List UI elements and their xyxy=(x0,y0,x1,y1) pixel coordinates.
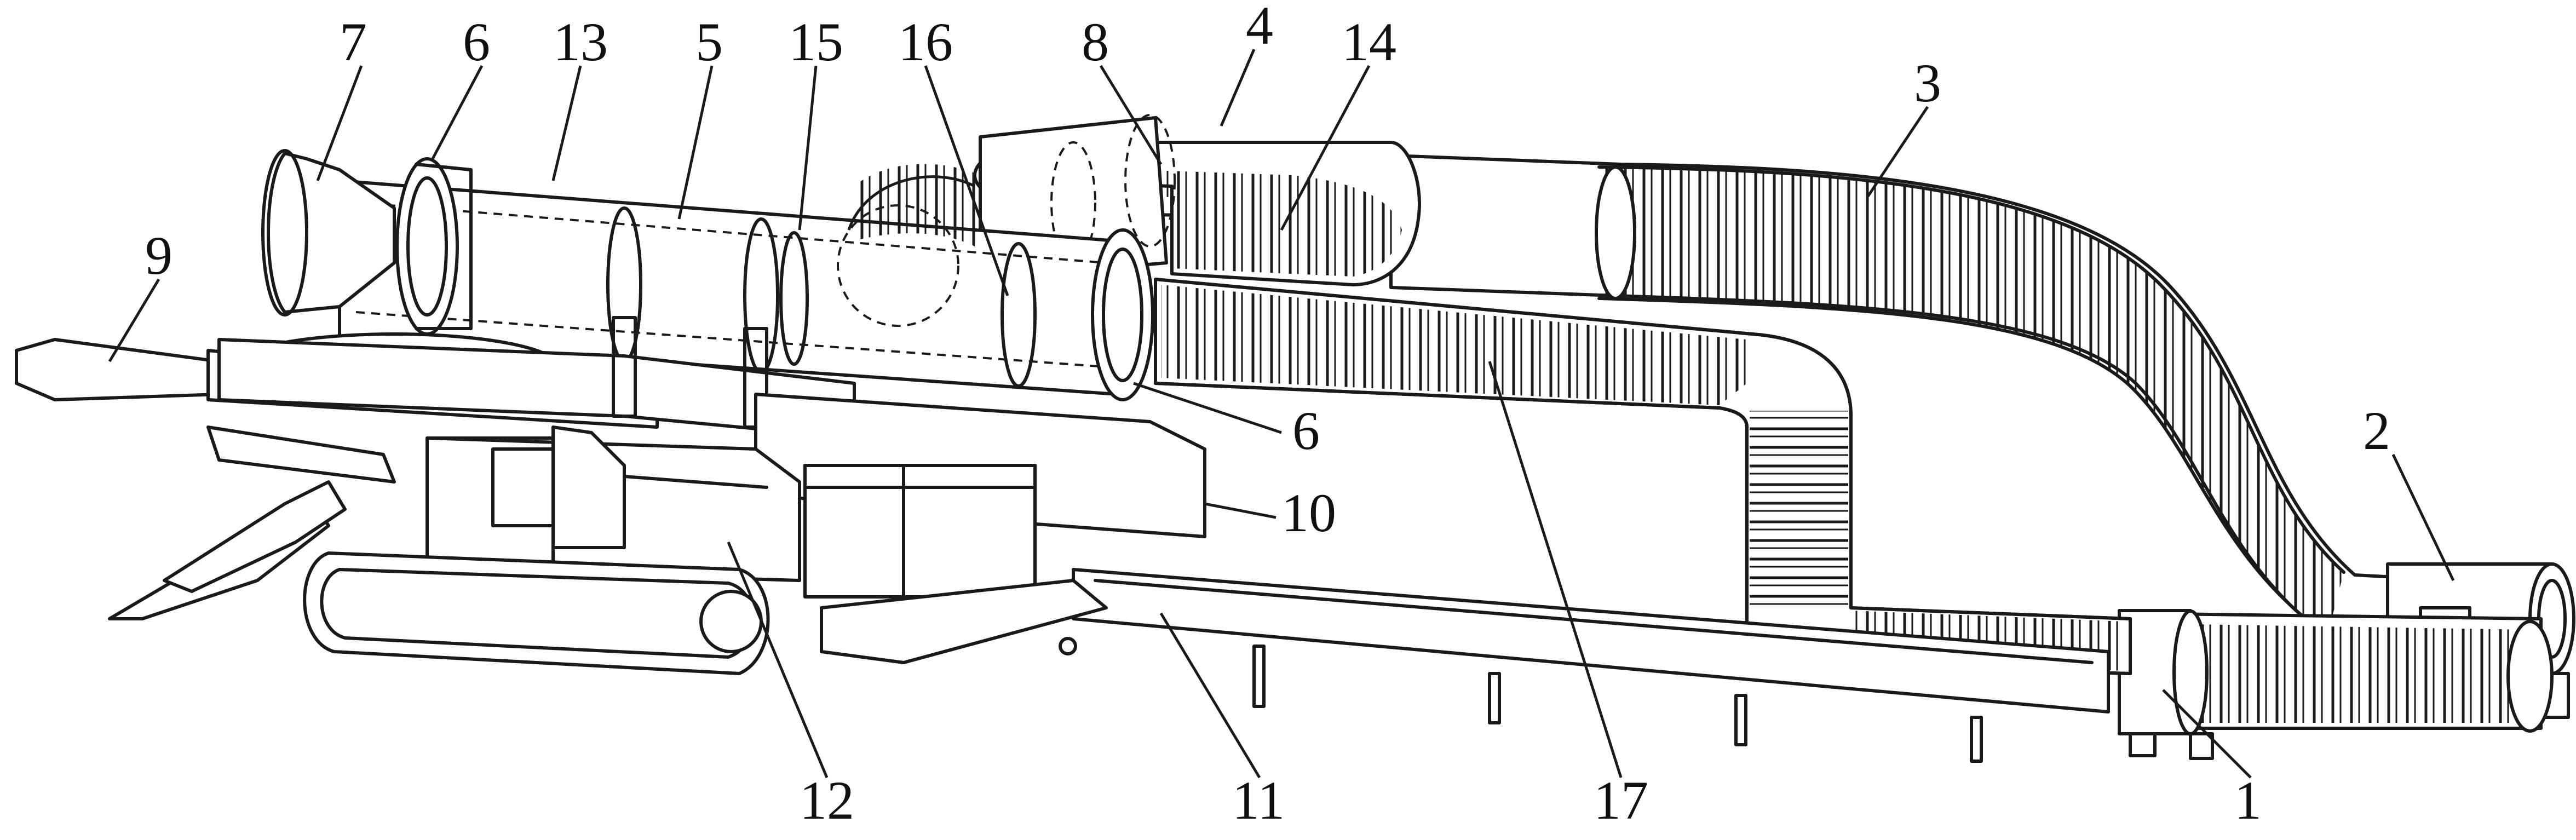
callout-6-right: 6 xyxy=(1292,400,1320,461)
callout-15: 15 xyxy=(789,11,843,72)
callout-11: 11 xyxy=(1232,770,1285,831)
body-cab xyxy=(426,425,801,582)
nozzle-7 xyxy=(261,149,396,317)
callout-4: 4 xyxy=(1246,0,1273,56)
callout-7: 7 xyxy=(340,11,367,72)
callout-13: 13 xyxy=(553,11,608,72)
callout-17: 17 xyxy=(1594,770,1648,831)
callout-3: 3 xyxy=(1914,53,1941,113)
callout-8: 8 xyxy=(1082,11,1109,72)
callout-labels: 7 6 13 5 15 16 8 4 14 3 9 2 6 10 12 11 1… xyxy=(145,0,2390,831)
callout-16: 16 xyxy=(898,11,953,72)
leader-lines xyxy=(108,49,2455,779)
flange-6-right xyxy=(1091,228,1154,401)
callout-5: 5 xyxy=(695,11,723,72)
sphere-16 xyxy=(837,164,980,327)
callout-10: 10 xyxy=(1281,482,1336,543)
conveyor-11 xyxy=(820,568,2110,714)
loader-arms xyxy=(108,425,396,620)
crawler-track-12 xyxy=(303,551,770,675)
callout-9: 9 xyxy=(145,225,173,286)
deck-10 xyxy=(754,393,1206,599)
fan-1 xyxy=(2118,609,2554,760)
callout-14: 14 xyxy=(1342,11,1396,72)
callout-2: 2 xyxy=(2363,400,2390,461)
callout-12: 12 xyxy=(800,770,854,831)
callout-1: 1 xyxy=(2234,770,2262,831)
callout-6-top: 6 xyxy=(463,11,490,72)
conveyor-legs xyxy=(1252,645,1983,763)
duct-17 xyxy=(1154,278,2132,675)
